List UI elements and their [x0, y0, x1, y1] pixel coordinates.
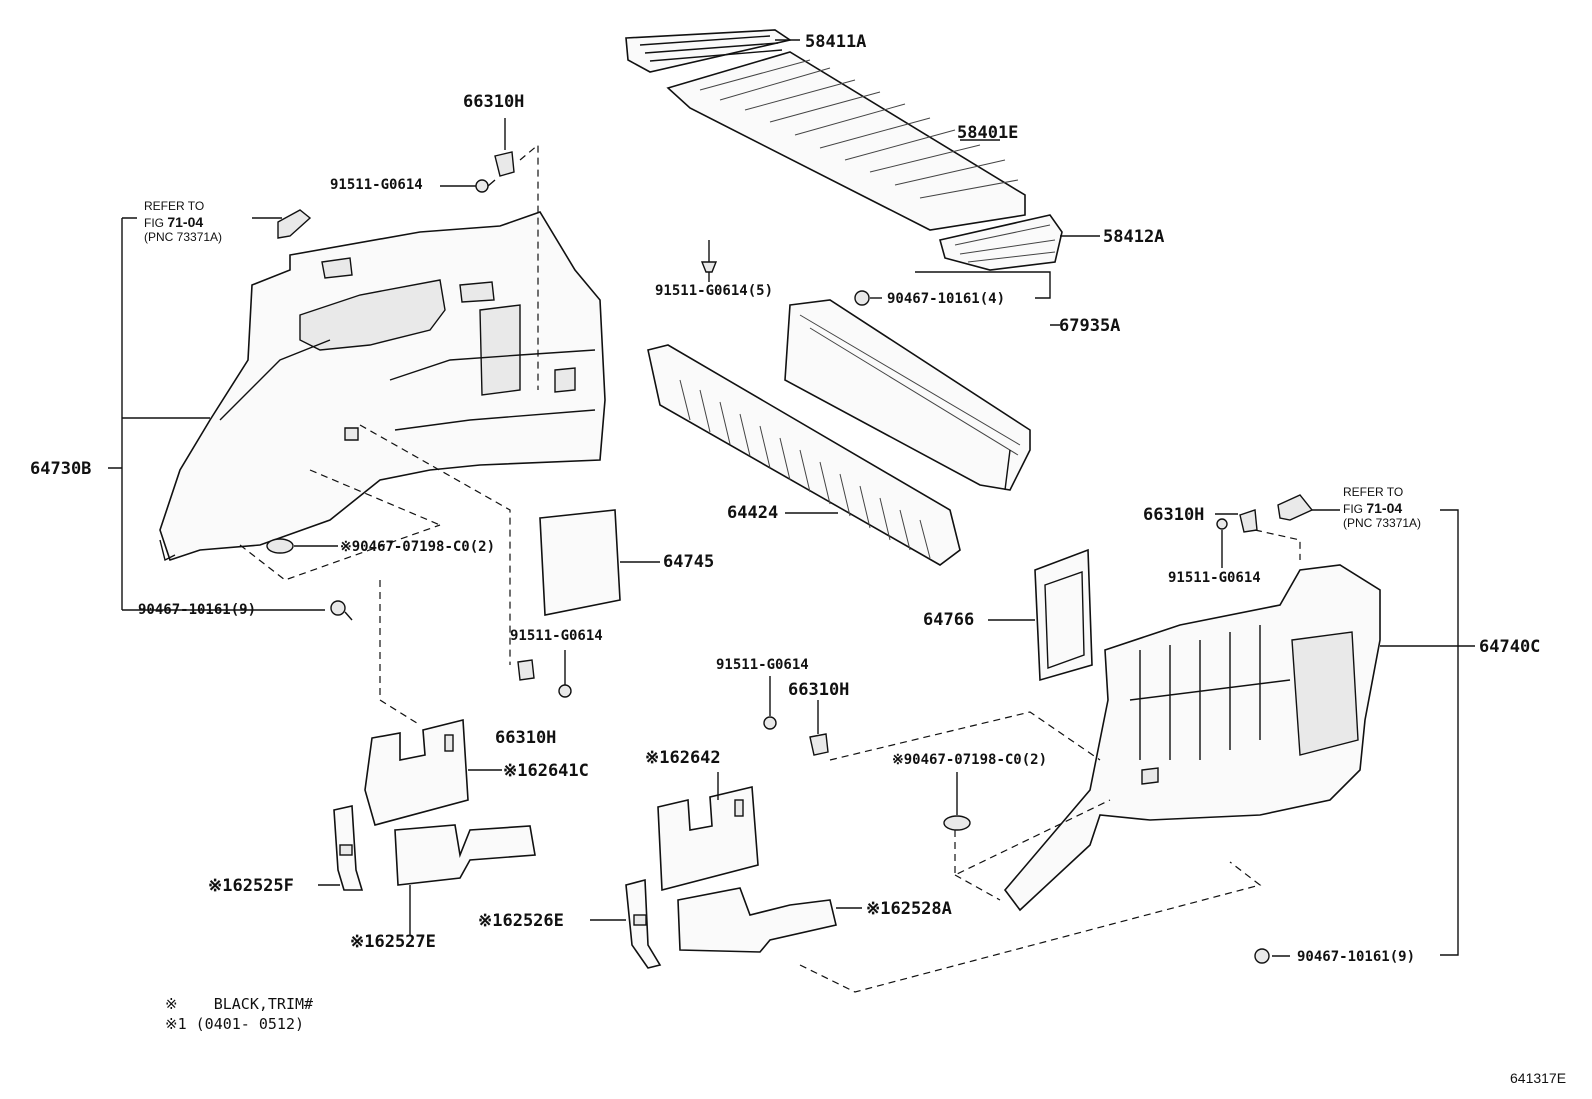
label-66310H-right: 66310H	[1143, 505, 1205, 525]
label-90467-10161-9-left: 90467-10161(9)	[138, 602, 257, 618]
label-58411A: 58411A	[805, 32, 867, 52]
label-58401E: 58401E	[957, 123, 1019, 143]
label-162641C: ※162641C	[503, 761, 589, 781]
label-64424: 64424	[727, 503, 779, 523]
pad-162525F	[318, 805, 364, 891]
access-cover-64745	[539, 509, 660, 616]
pad-162642	[657, 772, 759, 892]
label-91511-top: 91511-G0614	[330, 177, 423, 193]
screw-91511-right	[1216, 518, 1228, 568]
label-90467-10161-9-right: 90467-10161(9)	[1297, 949, 1416, 965]
panel-64766	[988, 548, 1093, 682]
clip-part-refer-right	[1277, 494, 1340, 521]
label-162528A: ※162528A	[866, 899, 952, 919]
refer-note-left: REFER TO FIG 71-04 (PNC 73371A)	[144, 199, 223, 244]
clip-90467-10161-right	[1254, 948, 1290, 964]
clip-90467-10161-left	[330, 600, 353, 621]
clip-90467-07198-right	[943, 772, 971, 831]
label-162525F: ※162525F	[208, 876, 294, 896]
scuff-plate-67935A	[784, 299, 1031, 491]
screw-91511-mid	[558, 650, 572, 698]
legend-note: ※ BLACK,TRIM# ※1 (0401- 0512)	[165, 994, 313, 1035]
label-66310H-mid: 66310H	[495, 728, 557, 748]
legend-line-1: ※ BLACK,TRIM#	[165, 995, 314, 1013]
label-162642: ※162642	[645, 748, 721, 768]
deck-board-58412A	[939, 214, 1100, 271]
label-58412A: 58412A	[1103, 227, 1165, 247]
deck-board-58401E	[666, 51, 1026, 231]
label-66310H-top: 66310H	[463, 92, 525, 112]
label-64730B: 64730B	[30, 459, 92, 479]
figure-number: 641317E	[1510, 1070, 1567, 1086]
label-90467-07198-right: ※90467-07198-C0(2)	[892, 752, 1048, 768]
rear-beam-64424	[647, 344, 961, 566]
clip-66310H-top	[494, 118, 515, 177]
clip-part-refer-left	[252, 209, 312, 239]
label-64740C: 64740C	[1479, 637, 1541, 657]
label-162526E: ※162526E	[478, 911, 564, 931]
label-91511-5: 91511-G0614(5)	[655, 283, 774, 299]
pad-162526E	[590, 878, 662, 969]
clip-90467-10161-4	[854, 290, 882, 306]
clip-66310H-center	[809, 700, 829, 756]
clip-90467-07198-left	[266, 538, 338, 554]
right-quarter-trim-panel	[1003, 564, 1475, 912]
pad-162641C	[364, 718, 502, 826]
label-67935A: 67935A	[1059, 316, 1121, 336]
pad-162527E	[394, 824, 536, 935]
left-quarter-trim-panel	[159, 211, 606, 562]
deck-board-58411A	[625, 29, 800, 73]
label-64745: 64745	[663, 552, 715, 572]
screw-91511-5	[700, 240, 718, 282]
label-91511-mid: 91511-G0614	[510, 628, 603, 644]
label-90467-07198-left: ※90467-07198-C0(2)	[340, 539, 496, 555]
label-90467-10161-4: 90467-10161(4)	[887, 291, 1006, 307]
label-64766: 64766	[923, 610, 975, 630]
legend-line-2: ※1 (0401- 0512)	[165, 1015, 304, 1034]
label-66310H-center: 66310H	[788, 680, 850, 700]
screw-91511-center	[763, 676, 777, 730]
clip-66310H-mid	[517, 659, 535, 681]
pad-162528A	[677, 887, 862, 953]
label-91511-center: 91511-G0614	[716, 657, 809, 673]
refer-note-right: REFER TO FIG 71-04 (PNC 73371A)	[1343, 485, 1422, 530]
label-162527E: ※162527E	[350, 932, 436, 952]
screw-91511-top	[440, 179, 496, 193]
label-91511-right: 91511-G0614	[1168, 570, 1261, 586]
